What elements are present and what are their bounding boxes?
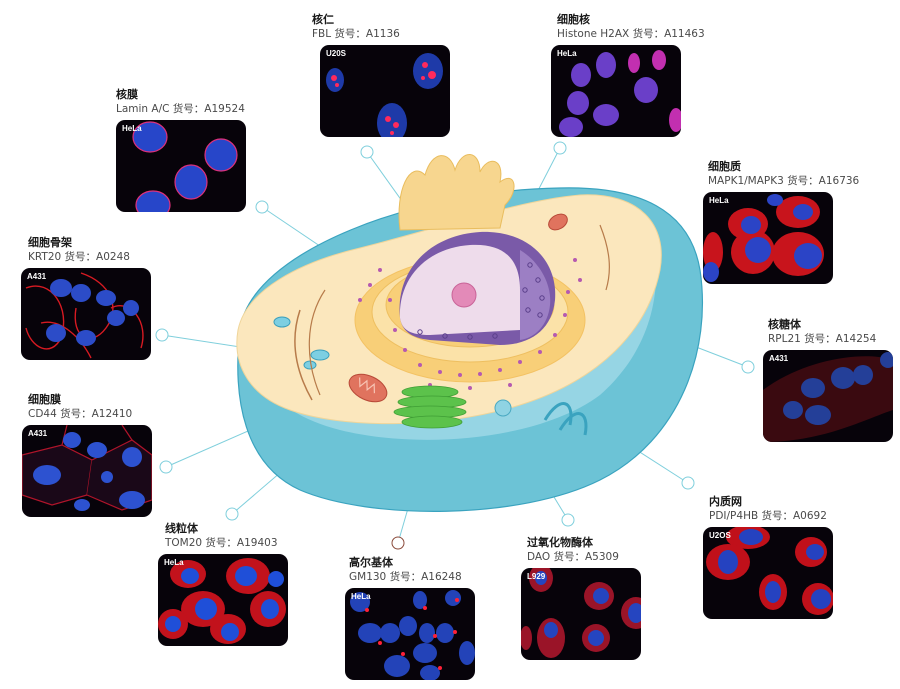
- cell-line-label: L929: [527, 572, 546, 581]
- peroxisome-shape: [494, 399, 512, 417]
- connector-dot-cell-membrane: [159, 460, 173, 474]
- panel-cytoplasm: 细胞质 MAPK1/MAPK3 货号：A16736 HeLa: [703, 160, 860, 284]
- cytoskeleton-filament: [294, 309, 313, 401]
- microscopy-image-mitochondria[interactable]: HeLa: [158, 554, 288, 646]
- microscopy-image-endoplasmic-reticulum[interactable]: U2OS: [703, 527, 833, 619]
- ribosome-dots: [358, 258, 582, 390]
- connector-dot-nucleolus: [360, 145, 374, 159]
- organelle-title: 细胞质: [708, 160, 741, 173]
- rough-er-top: [398, 154, 515, 231]
- connector-dot-endoplasmic-reticulum: [681, 476, 695, 490]
- microscopy-image-cell-membrane[interactable]: A431: [22, 425, 152, 517]
- microscopy-image-peroxisome[interactable]: L929: [521, 568, 641, 660]
- microscopy-image-cytoplasm[interactable]: HeLa: [703, 192, 833, 284]
- panel-nucleolus: 核仁 FBL 货号：A1136 U20S: [312, 13, 450, 137]
- cell-line-label: HeLa: [164, 558, 184, 567]
- organelle-title: 细胞膜: [28, 393, 61, 406]
- antibody-catalog: RPL21 货号：A14254: [768, 333, 877, 345]
- cell-line-label: U2OS: [709, 531, 731, 540]
- organelle-title: 线粒体: [165, 522, 198, 535]
- organelle-title: 核糖体: [768, 318, 801, 331]
- antibody-catalog: Lamin A/C 货号：A19524: [116, 103, 245, 115]
- membrane-folds: [543, 402, 588, 436]
- microscopy-image-cytoskeleton[interactable]: A431: [21, 268, 151, 360]
- cell-line-label: HeLa: [122, 124, 142, 133]
- antibody-catalog: KRT20 货号：A0248: [28, 251, 130, 263]
- panel-nucleus: 细胞核 Histone H2AX 货号：A11463 HeLa: [551, 13, 705, 137]
- cell-line-label: A431: [27, 272, 47, 281]
- antibody-catalog: GM130 货号：A16248: [349, 571, 462, 583]
- cell-line-label: A431: [28, 429, 48, 438]
- antibody-catalog: DAO 货号：A5309: [527, 551, 619, 563]
- microscopy-image-ribosome[interactable]: A431: [763, 350, 893, 442]
- panel-cytoskeleton: 细胞骨架 KRT20 货号：A0248 A431: [21, 236, 151, 360]
- microscopy-image-nucleus[interactable]: HeLa: [551, 45, 681, 137]
- cell-line-label: U20S: [326, 49, 347, 58]
- cell-line-label: HeLa: [351, 592, 371, 601]
- connector-cell-membrane: [165, 427, 256, 468]
- antibody-catalog: MAPK1/MAPK3 货号：A16736: [708, 175, 860, 187]
- panel-mitochondria: 线粒体 TOM20 货号：A19403 HeLa: [158, 522, 288, 646]
- connector-dot-mitochondria: [225, 507, 239, 521]
- microscopy-image-nucleolus[interactable]: U20S: [320, 45, 450, 137]
- cell-line-label: HeLa: [557, 49, 577, 58]
- panel-nuclear-membrane: 核膜 Lamin A/C 货号：A19524 HeLa: [116, 88, 246, 212]
- mitochondrion-shape: [348, 373, 388, 403]
- organelle-title: 内质网: [709, 495, 742, 508]
- organelle-title: 核膜: [116, 88, 138, 101]
- connector-dot-peroxisome: [561, 513, 575, 527]
- connector-dot-ribosome: [741, 360, 755, 374]
- organelle-title: 高尔基体: [349, 556, 393, 569]
- cell-line-label: HeLa: [709, 196, 729, 205]
- connector-dot-nuclear-membrane: [255, 200, 269, 214]
- connector-dot-cytoskeleton: [155, 328, 169, 342]
- microscopy-image-golgi[interactable]: HeLa: [345, 588, 475, 680]
- organelle-title: 过氧化物酶体: [527, 536, 593, 549]
- antibody-catalog: TOM20 货号：A19403: [165, 537, 278, 549]
- antibody-catalog: Histone H2AX 货号：A11463: [557, 28, 705, 40]
- connector-dot-nucleus: [553, 141, 567, 155]
- panel-golgi: 高尔基体 GM130 货号：A16248 HeLa: [345, 556, 475, 680]
- microscopy-image-nuclear-membrane[interactable]: HeLa: [116, 120, 246, 212]
- antibody-catalog: CD44 货号：A12410: [28, 408, 133, 420]
- panel-peroxisome: 过氧化物酶体 DAO 货号：A5309 L929: [521, 536, 641, 660]
- organelle-title: 细胞核: [557, 13, 590, 26]
- golgi-shape: [393, 385, 467, 429]
- nucleolus-shape: [451, 282, 477, 308]
- panel-cell-membrane: 细胞膜 CD44 货号：A12410 A431: [22, 393, 152, 517]
- panel-ribosome: 核糖体 RPL21 货号：A14254 A431: [763, 318, 893, 442]
- organelle-title: 核仁: [312, 13, 334, 26]
- antibody-catalog: FBL 货号：A1136: [312, 28, 400, 40]
- organelle-title: 细胞骨架: [28, 236, 72, 249]
- cell-line-label: A431: [769, 354, 789, 363]
- connector-dot-golgi: [391, 536, 405, 550]
- panel-endoplasmic-reticulum: 内质网 PDI/P4HB 货号：A0692 U2OS: [703, 495, 833, 619]
- antibody-catalog: PDI/P4HB 货号：A0692: [709, 510, 827, 522]
